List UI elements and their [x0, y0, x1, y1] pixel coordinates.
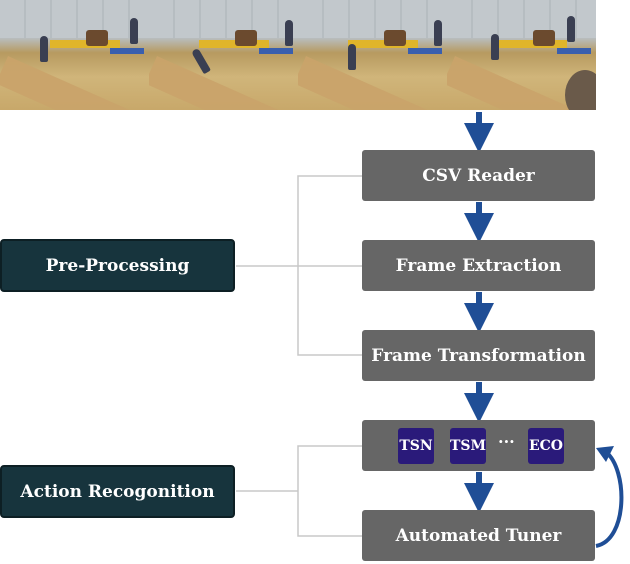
model-eco-label: ECO: [528, 438, 563, 454]
action-recognition-group-box: Action Recogonition: [0, 465, 235, 518]
automated-tuner-box: Automated Tuner: [362, 510, 595, 561]
video-frame-1: [0, 0, 149, 110]
model-tsm-label: TSM: [449, 438, 487, 454]
models-ellipsis: ···: [498, 432, 515, 451]
model-tsn: TSN: [398, 428, 434, 464]
video-frame-2: [149, 0, 298, 110]
frame-extraction-label: Frame Extraction: [395, 255, 562, 276]
frame-transformation-box: Frame Transformation: [362, 330, 595, 381]
automated-tuner-label: Automated Tuner: [395, 525, 562, 546]
frame-transformation-label: Frame Transformation: [371, 345, 586, 366]
model-tsn-label: TSN: [399, 438, 433, 454]
preprocessing-group-box: Pre-Processing: [0, 239, 235, 292]
action-recognition-bracket: [236, 445, 362, 537]
preprocessing-group-label: Pre-Processing: [45, 255, 190, 276]
preprocessing-bracket: [236, 175, 362, 356]
feedback-arrow: [595, 450, 624, 548]
video-frames-image: [0, 0, 596, 110]
video-frame-4: [447, 0, 596, 110]
csv-reader-label: CSV Reader: [422, 165, 535, 186]
frame-extraction-box: Frame Extraction: [362, 240, 595, 291]
model-tsm: TSM: [450, 428, 486, 464]
feedback-arrowhead: [596, 446, 614, 462]
csv-reader-box: CSV Reader: [362, 150, 595, 201]
action-recognition-group-label: Action Recogonition: [20, 481, 215, 502]
video-frame-3: [298, 0, 447, 110]
model-eco: ECO: [528, 428, 564, 464]
